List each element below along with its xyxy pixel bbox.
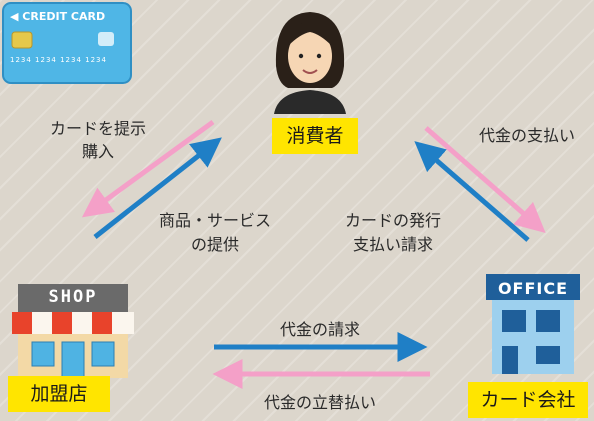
arrow-card-company-to-consumer (414, 141, 530, 242)
office-building-icon (484, 274, 582, 374)
payment-text: 代金の支払い (478, 126, 575, 145)
consumer-person-icon (270, 6, 350, 114)
merchant-label: 加盟店 (8, 376, 110, 412)
credit-card-icon (2, 2, 132, 84)
consumer-label: 消費者 (272, 118, 358, 154)
shop-building-icon (8, 282, 138, 379)
card-issuance-text: カードの発行 (344, 211, 441, 230)
provision-text: の提供 (190, 235, 239, 254)
card-number-text: 1234 1234 1234 1234 (10, 56, 107, 64)
arrow-merchant-to-consumer (93, 137, 222, 239)
present-card-text: カードを提示 (49, 119, 146, 138)
card-company-label: カード会社 (468, 382, 588, 418)
purchase-text: 購入 (81, 142, 114, 161)
card-brand-text: ◀ CREDIT CARD (10, 10, 106, 23)
advance-payment-text: 代金の立替払い (263, 393, 376, 412)
shop-sign-text: SHOP (48, 287, 98, 307)
billing-text: 代金の請求 (279, 320, 360, 339)
goods-services-text: 商品・サービス (158, 211, 271, 230)
arrow-consumer-to-merchant (81, 119, 215, 218)
office-sign-text: OFFICE (497, 279, 569, 298)
payment-request-text: 支払い請求 (352, 235, 433, 254)
